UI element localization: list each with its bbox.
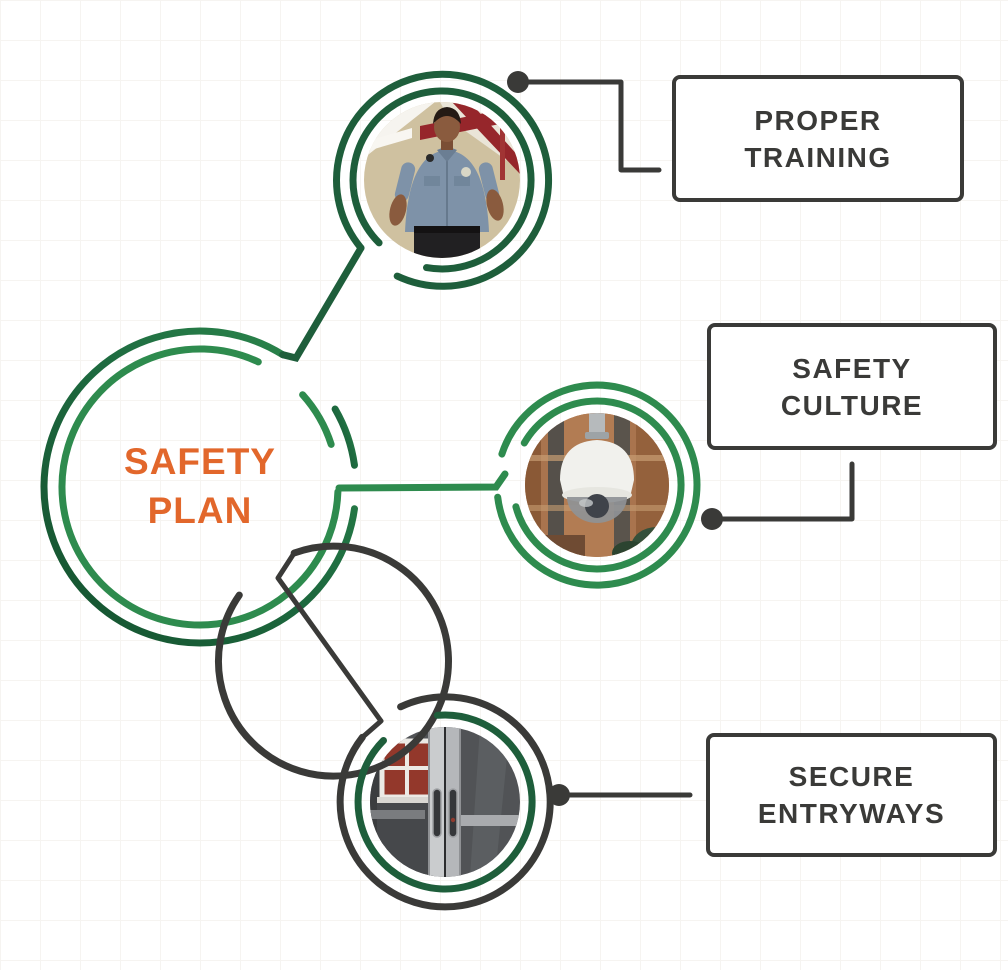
training-inner-ring <box>349 87 535 273</box>
culture-outer-ring <box>494 381 701 589</box>
connector-line-center-training <box>279 244 365 363</box>
central-outer-ring-stub <box>331 405 358 469</box>
culture-inner-ring <box>512 397 685 573</box>
callout-line-training <box>515 79 662 173</box>
training-outer-ring <box>333 70 553 290</box>
callout-dot-entryways <box>548 784 570 806</box>
entryways-inner-ring <box>354 711 536 893</box>
security-guard-training-photo <box>364 102 520 258</box>
label-box-secure-entryways: SECURE ENTRYWAYS <box>706 733 997 857</box>
label-box-safety-culture: SAFETY CULTURE <box>707 323 997 450</box>
label-line: ENTRYWAYS <box>757 798 946 829</box>
label-line: CULTURE <box>780 389 924 421</box>
central-middle-ring <box>58 345 342 629</box>
center-title-line2: PLAN <box>147 490 253 531</box>
connector-line-center-culture <box>335 470 509 492</box>
label-line: PROPER <box>754 104 882 136</box>
secure-entryway-doors-photo <box>370 727 520 877</box>
central-inner-ring <box>214 542 452 780</box>
label-box-proper-training: PROPER TRAINING <box>672 75 964 202</box>
callout-line-culture <box>709 461 855 522</box>
label-line: TRAINING <box>744 141 892 173</box>
center-title: SAFETY PLAN <box>90 437 310 535</box>
center-title-line1: SAFETY <box>124 441 276 482</box>
callout-dot-training <box>507 71 529 93</box>
entryways-outer-ring <box>336 693 554 911</box>
callout-dot-culture <box>701 508 723 530</box>
label-line: SECURE <box>788 761 915 792</box>
label-line: SAFETY <box>792 352 912 384</box>
central-middle-ring-stub <box>299 391 335 448</box>
connector-line-center-entryways <box>275 550 384 740</box>
central-outer-ring <box>40 327 358 647</box>
